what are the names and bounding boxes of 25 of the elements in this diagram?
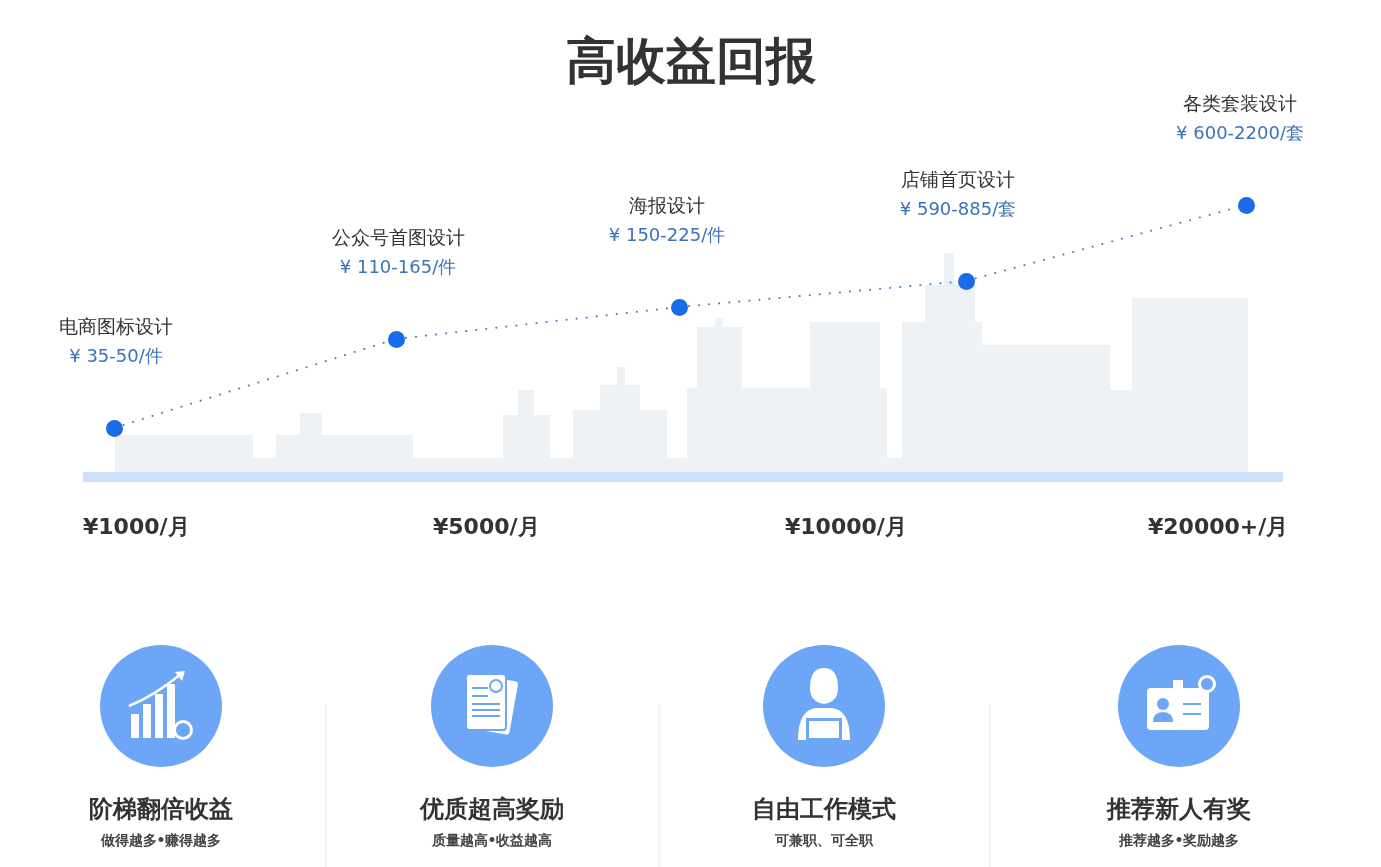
feature-subtitle: 质量越高•收益越高	[430, 832, 554, 850]
feature-heading: 优质超高奖励	[418, 794, 565, 825]
price-text: ¥ 35-50/件	[68, 344, 164, 368]
dotted-connector	[404, 307, 671, 339]
feature-subtitle: 推荐越多•奖励越多	[1117, 832, 1241, 850]
price-text: ¥ 150-225/件	[607, 223, 727, 247]
price-text: ¥ 110-165/件	[338, 255, 458, 279]
service-name: 电商图标设计	[58, 314, 174, 339]
service-name: 公众号首图设计	[330, 225, 466, 250]
feature-heading: 推荐新人有奖	[1105, 794, 1252, 825]
service-name: 海报设计	[628, 193, 706, 218]
feature-subtitle: 可兼职、可全职	[774, 832, 874, 850]
feature-heading: 阶梯翻倍收益	[88, 794, 234, 825]
price-text: ¥ 600-2200/套	[1175, 121, 1305, 145]
dotted-connector	[122, 341, 388, 426]
axis-label: ¥1000/月	[83, 513, 190, 541]
service-name: 店铺首页设计	[900, 167, 1016, 192]
service-name: 各类套装设计	[1182, 91, 1298, 116]
axis-label: ¥5000/月	[433, 513, 540, 541]
price-text: ¥ 590-885/套	[898, 197, 1018, 221]
page-title: 高收益回报	[564, 31, 817, 92]
feature-subtitle: 做得越多•赚得越多	[99, 832, 223, 850]
axis-label: ¥20000+/月	[1148, 513, 1289, 541]
feature-heading: 自由工作模式	[751, 794, 897, 825]
axis-label: ¥10000/月	[785, 513, 907, 541]
